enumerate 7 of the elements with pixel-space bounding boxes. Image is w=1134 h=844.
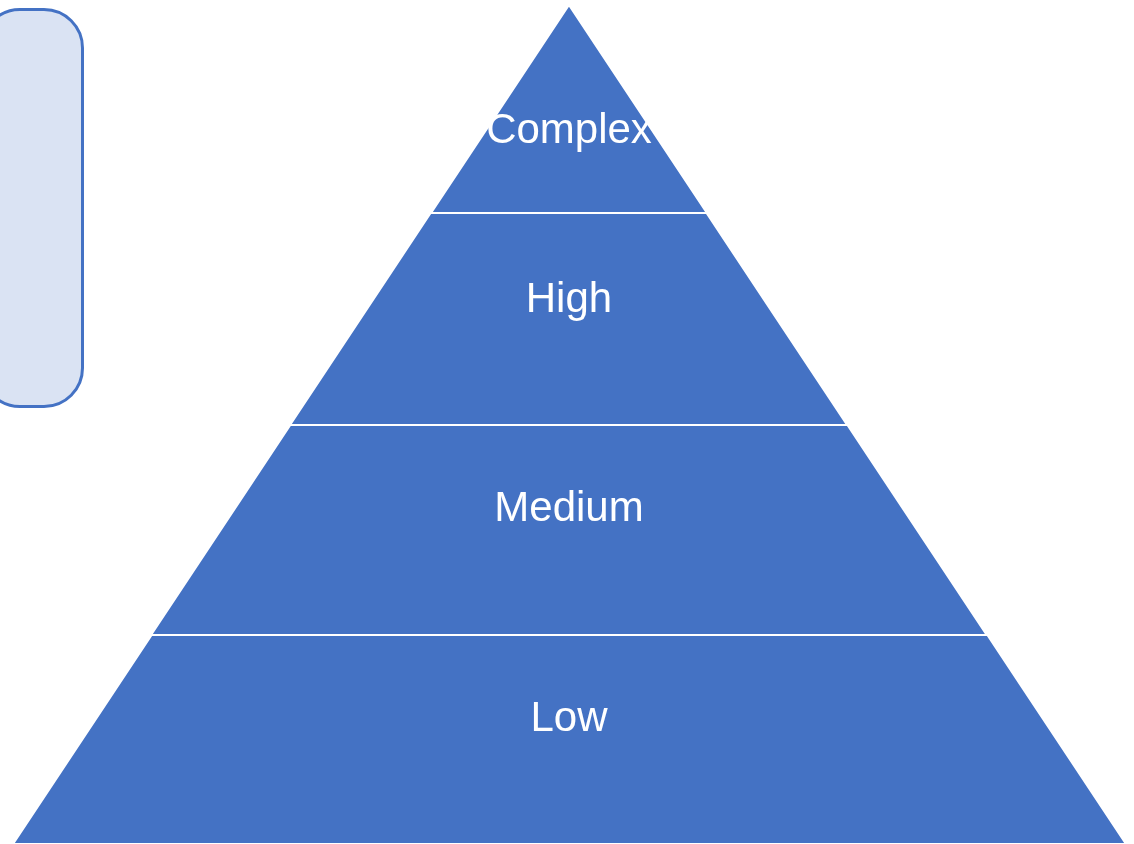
pyramid-tier: [12, 635, 1126, 844]
tier-label: High: [524, 274, 614, 322]
tier-label: Complex: [485, 105, 653, 153]
tier-label: Medium: [493, 483, 645, 531]
rounded-box: [0, 8, 84, 408]
tier-label: Low: [529, 693, 609, 741]
pyramid-tier: [151, 425, 987, 635]
